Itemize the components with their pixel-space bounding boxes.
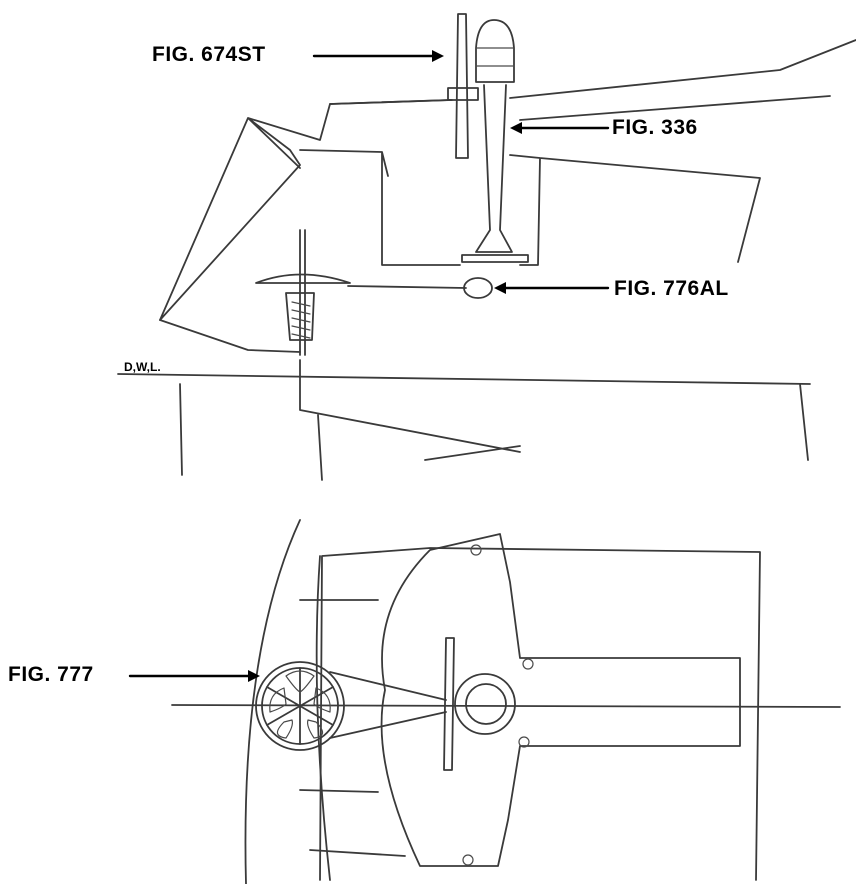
pedestal-column	[475, 84, 513, 253]
arrow-336-head	[510, 122, 522, 134]
bolt-mid-upper	[522, 658, 534, 670]
rudder-wheel-lobes	[269, 670, 331, 739]
quadrant-wheel	[463, 277, 493, 299]
arrow-674st-head	[432, 50, 444, 62]
deck-line	[509, 39, 856, 99]
seat-panel	[299, 599, 406, 857]
rudder-wheel-outer	[255, 661, 345, 751]
pedestal-plan-inner	[465, 683, 507, 725]
steering-wheel-plan	[443, 637, 455, 771]
pedestal-base	[461, 254, 529, 263]
compass-binnacle	[475, 19, 515, 83]
arrow-776al-head	[494, 282, 506, 294]
leader-arrows	[128, 50, 610, 682]
label-fig-336: FIG. 336	[612, 116, 698, 139]
label-fig-777: FIG. 777	[8, 663, 94, 686]
bolt-mid-lower	[518, 736, 530, 748]
label-dwl: D,W,L.	[124, 360, 161, 374]
coaming-upper	[329, 95, 831, 121]
rudder-spring	[291, 301, 311, 339]
arrow-777-head	[248, 670, 260, 682]
cockpit-line	[299, 149, 461, 266]
stern-curve	[244, 519, 331, 884]
bolt-bottom	[462, 854, 474, 866]
label-fig-776al: FIG. 776AL	[614, 277, 729, 300]
plan-view	[171, 519, 841, 884]
side-elevation-view	[117, 13, 856, 481]
keel-outline	[179, 359, 809, 481]
wheel-hub	[447, 87, 479, 101]
bolt-top	[470, 544, 482, 556]
cockpit-right	[509, 154, 761, 266]
dwl-line	[117, 373, 811, 385]
pedestal-plate	[380, 533, 741, 867]
binnacle-band	[475, 47, 515, 67]
label-fig-674st: FIG. 674ST	[152, 43, 266, 66]
steering-wheel-side	[455, 13, 469, 159]
rudder-wheel-spokes	[266, 667, 334, 745]
cockpit-plan-outline	[319, 547, 761, 881]
linkage-arms	[329, 671, 447, 739]
hull-side	[159, 319, 301, 353]
pedestal-plan-outer	[454, 673, 516, 735]
rudder-head	[255, 273, 351, 341]
steering-link	[347, 285, 467, 289]
